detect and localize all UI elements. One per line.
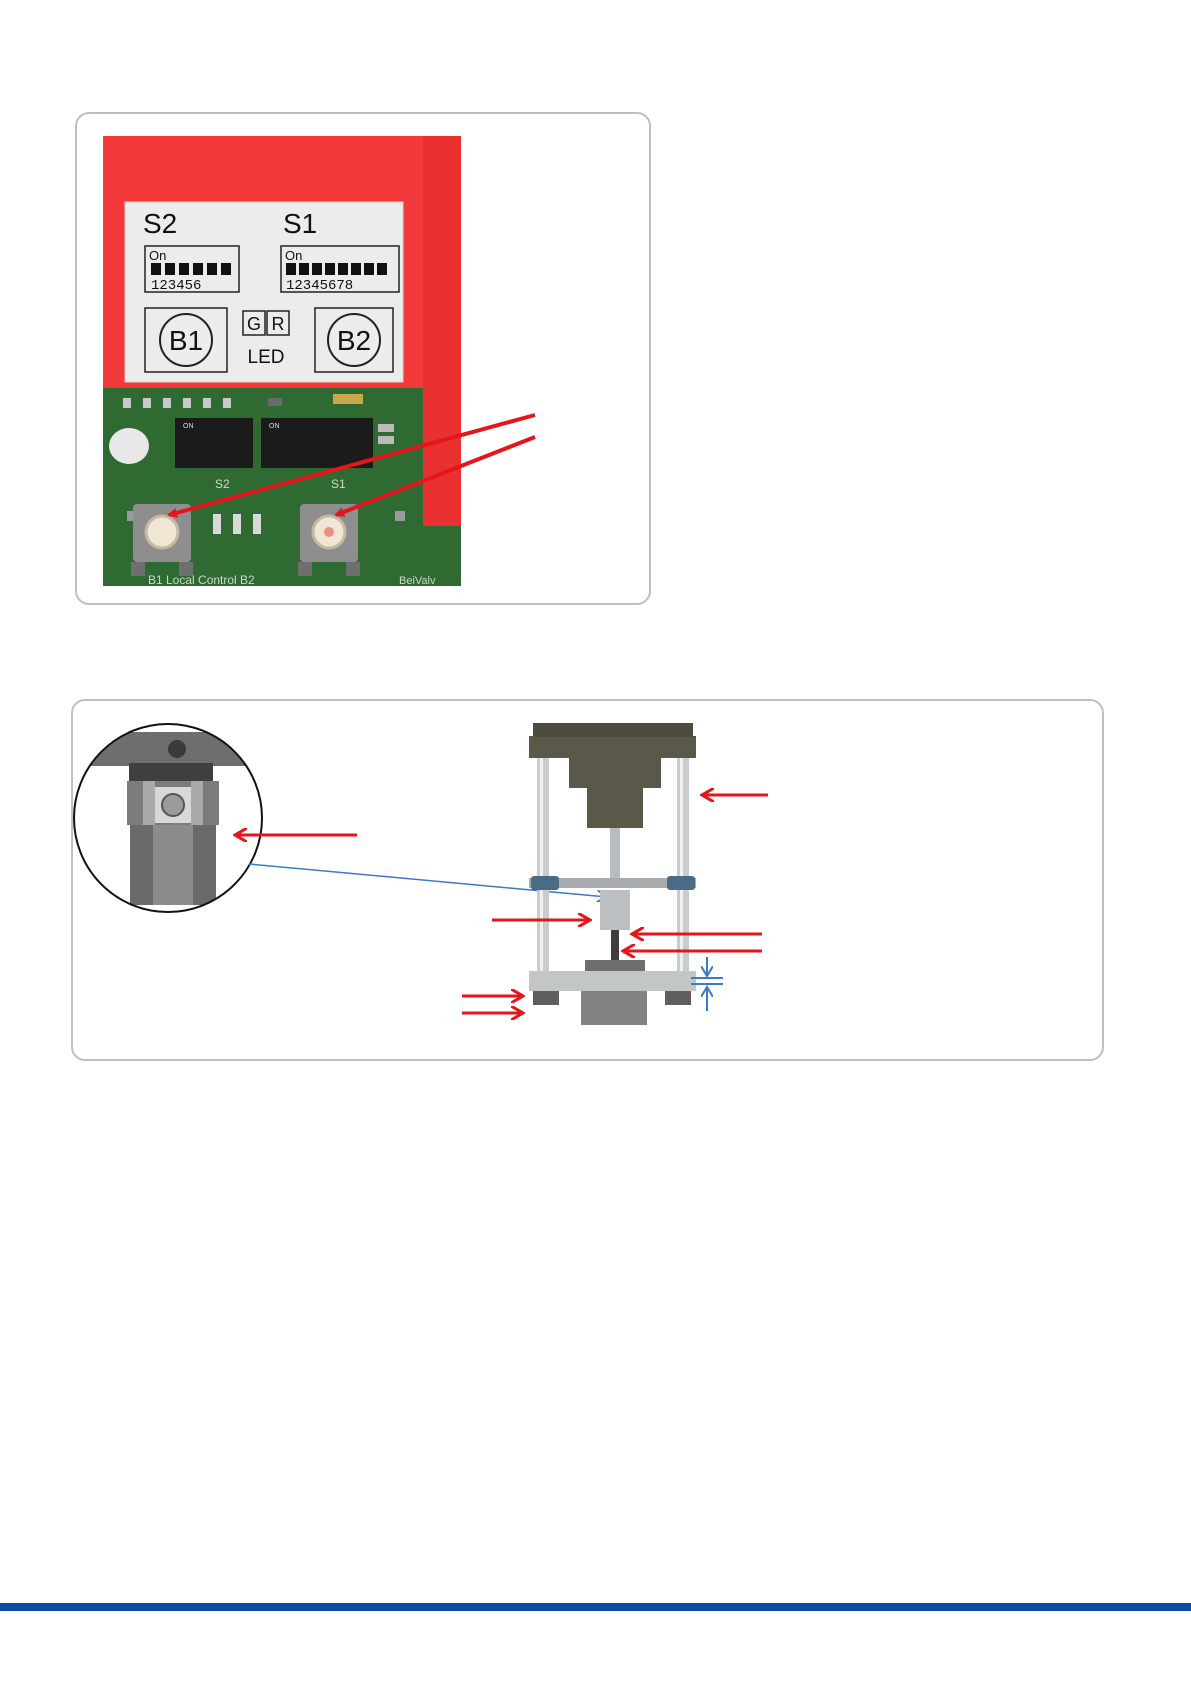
arrow-to-b2 [336, 437, 535, 515]
actuator-drawing [73, 701, 1102, 1059]
coupling-closeup [73, 721, 273, 921]
gap-dimension [691, 957, 723, 1011]
arrow-to-b1 [169, 415, 535, 515]
footer-bar [0, 1603, 1191, 1611]
actuator-assembly [529, 723, 696, 1025]
pcb-photo-panel: S2 S1 On 123456 On 12345678 B1 G R LED [75, 112, 651, 605]
pcb-callout-arrows [77, 114, 653, 607]
actuator-drawing-panel [71, 699, 1104, 1061]
